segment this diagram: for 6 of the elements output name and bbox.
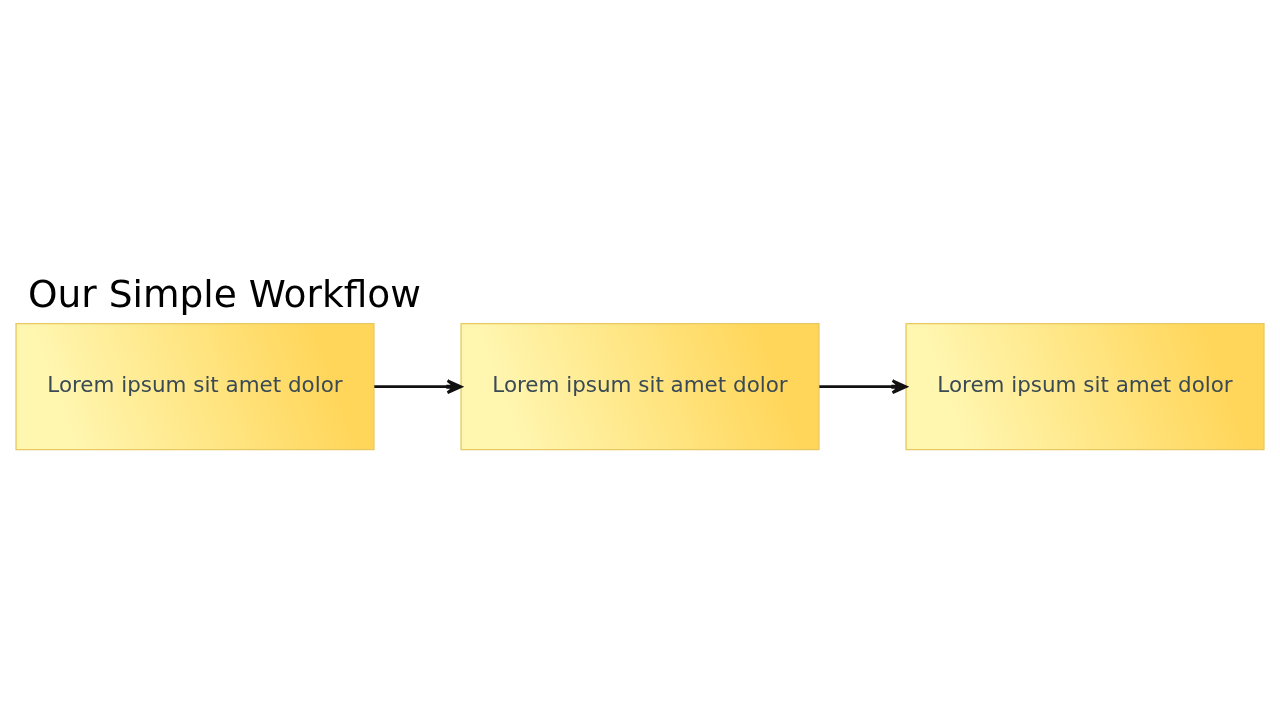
node-box: Lorem ipsum sit amet dolor [15,322,375,450]
diagram-title: Our Simple Workflow [27,271,421,316]
node-box: Lorem ipsum sit amet dolor [905,322,1265,450]
arrow [819,378,908,394]
node-box: Lorem ipsum sit amet dolor [460,322,820,450]
arrow [374,378,463,394]
